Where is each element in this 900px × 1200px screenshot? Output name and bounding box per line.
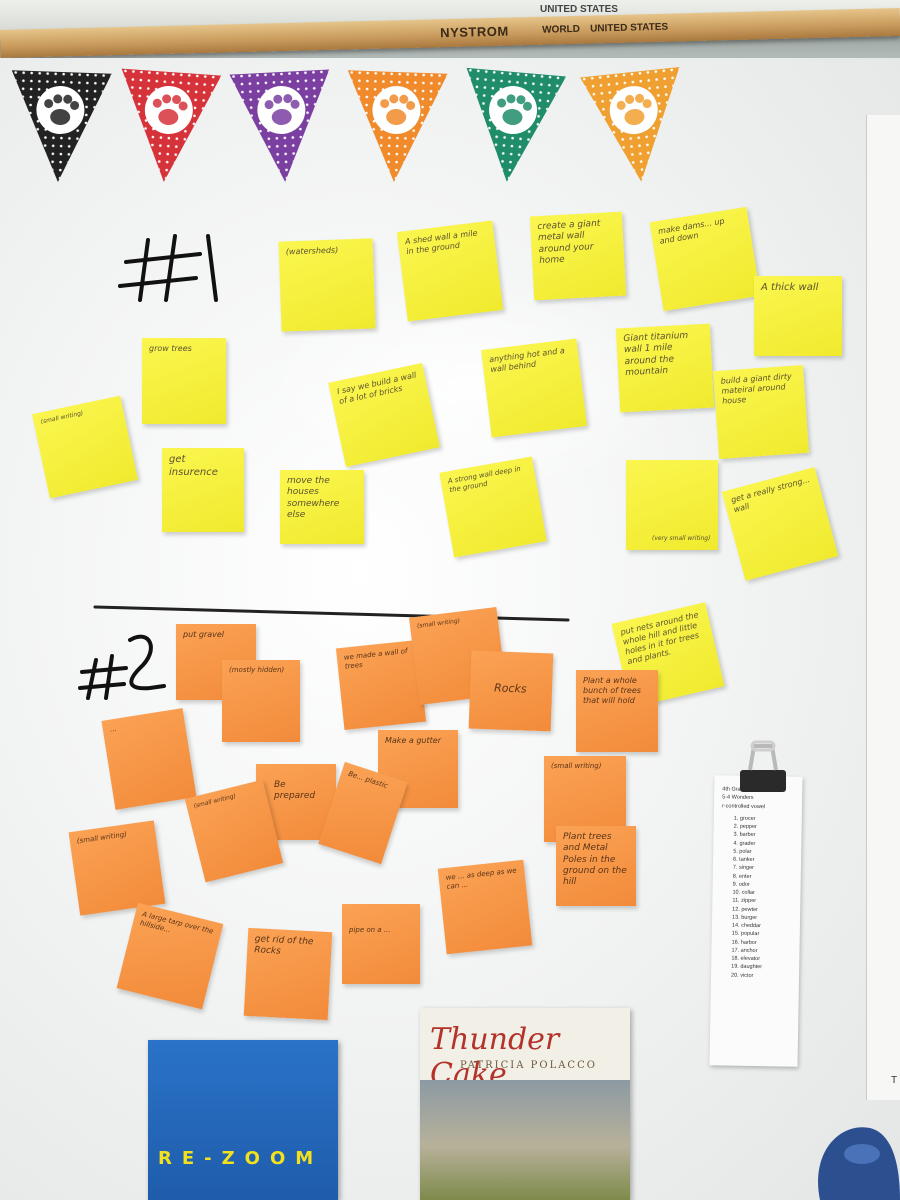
note-text: build a giant dirty mateiral around hous…: [720, 371, 792, 406]
paw-print-icon: [121, 68, 222, 182]
paw-pennant: [579, 57, 691, 187]
note-text: grow trees: [149, 344, 192, 353]
note-text: (watersheds): [285, 245, 339, 257]
note-text: Rocks: [493, 681, 527, 696]
note-text: (small writing): [551, 762, 602, 770]
yellow-note[interactable]: anything hot and a wall behind: [480, 338, 588, 438]
yellow-note[interactable]: move the houses somewhere else: [280, 470, 364, 544]
note-text: A thick wall: [761, 282, 819, 293]
orange-note[interactable]: we ... as deep as we can ...: [437, 859, 533, 955]
orange-note[interactable]: Rocks: [468, 650, 554, 732]
note-text: A strong wall deep in the ground: [447, 464, 522, 495]
orange-note[interactable]: Plant trees and Metal Poles in the groun…: [556, 826, 636, 906]
note-text: Giant titanium wall 1 mile around the mo…: [623, 330, 689, 378]
paw-pennant: [114, 59, 222, 186]
spelling-list-sheet: 4th Grade 5-4 Wonders r-controlled vowel…: [709, 775, 803, 1067]
note-text: ...: [109, 724, 118, 734]
orange-note[interactable]: get rid of the Rocks: [243, 927, 333, 1021]
yellow-note[interactable]: (small writing): [32, 395, 138, 499]
orange-note[interactable]: (mostly hidden): [222, 660, 300, 742]
orange-note[interactable]: (small writing): [68, 820, 166, 916]
paw-print-icon: [580, 67, 680, 182]
book-title: RE-ZOOM: [158, 1148, 324, 1169]
yellow-note[interactable]: Giant titanium wall 1 mile around the mo…: [615, 323, 715, 413]
yellow-note[interactable]: grow trees: [142, 338, 226, 424]
note-text: Make a gutter: [385, 736, 441, 745]
yellow-note[interactable]: (watersheds): [278, 238, 376, 332]
yellow-note[interactable]: A strong wall deep in the ground: [439, 456, 547, 558]
note-text: make dams... up and down: [657, 216, 726, 246]
yellow-note[interactable]: (very small writing): [626, 460, 718, 550]
book-cover-art: [420, 1080, 630, 1200]
heading-1-hash: [118, 234, 218, 302]
right-poster: T: [866, 115, 900, 1100]
orange-note[interactable]: Plant a whole bunch of trees that will h…: [576, 670, 658, 752]
note-text: Plant trees and Metal Poles in the groun…: [563, 832, 627, 887]
note-text: (small writing): [40, 409, 84, 426]
note-text: Be prepared: [274, 780, 316, 802]
note-text: A shed wall a mile in the ground: [404, 228, 478, 257]
note-text: (small writing): [193, 792, 237, 810]
note-text: (mostly hidden): [229, 666, 285, 674]
note-text: pipe on a ...: [349, 926, 391, 934]
spelling-word: 20. victor: [731, 972, 754, 979]
note-text: we made a wall of trees: [343, 647, 408, 671]
paw-print-icon: [347, 70, 448, 182]
note-text: put gravel: [183, 630, 224, 639]
paw-print-icon: [11, 70, 112, 182]
book-rezoom: RE-ZOOM: [148, 1040, 338, 1200]
paw-pennant: [229, 59, 335, 184]
note-text: (very small writing): [652, 534, 711, 542]
paw-pennant: [8, 60, 112, 183]
heading-2-hash: [78, 634, 166, 700]
note-text: move the houses somewhere else: [287, 476, 340, 520]
paw-print-icon: [466, 67, 567, 182]
note-text: (small writing): [416, 617, 461, 630]
note-text: create a giant metal wall around your ho…: [537, 218, 601, 266]
binder-clip-icon: [740, 740, 786, 792]
note-text: (small writing): [76, 830, 128, 846]
orange-note[interactable]: pipe on a ...: [342, 904, 420, 984]
note-text: Plant a whole bunch of trees that will h…: [583, 676, 641, 705]
yellow-note[interactable]: A shed wall a mile in the ground: [396, 220, 504, 322]
yellow-note[interactable]: get insurence: [162, 448, 244, 532]
book-author: PATRICIA POLACCO: [460, 1060, 597, 1071]
paw-print-icon: [229, 69, 330, 182]
note-text: put nets around the whole hill and littl…: [619, 610, 700, 667]
note-text: get insurence: [169, 454, 218, 478]
orange-note[interactable]: ...: [101, 708, 197, 810]
stapler-icon: [818, 1127, 900, 1200]
sheet-line-topic: r-controlled vowel: [721, 802, 766, 810]
paw-pennant: [457, 58, 567, 186]
book-thunder-cake: Thunder Cake PATRICIA POLACCO: [420, 1008, 630, 1200]
map-label: UNITED STATES: [540, 4, 618, 15]
note-text: get rid of the Rocks: [253, 934, 314, 957]
yellow-note[interactable]: A thick wall: [754, 276, 842, 356]
yellow-note[interactable]: make dams... up and down: [649, 206, 761, 312]
poster-letter: T: [891, 1075, 898, 1086]
yellow-note[interactable]: create a giant metal wall around your ho…: [529, 211, 627, 301]
yellow-note[interactable]: build a giant dirty mateiral around hous…: [713, 364, 809, 460]
note-text: anything hot and a wall behind: [488, 346, 566, 375]
note-text: we ... as deep as we can ...: [445, 866, 518, 891]
paw-pennant: [344, 60, 448, 183]
